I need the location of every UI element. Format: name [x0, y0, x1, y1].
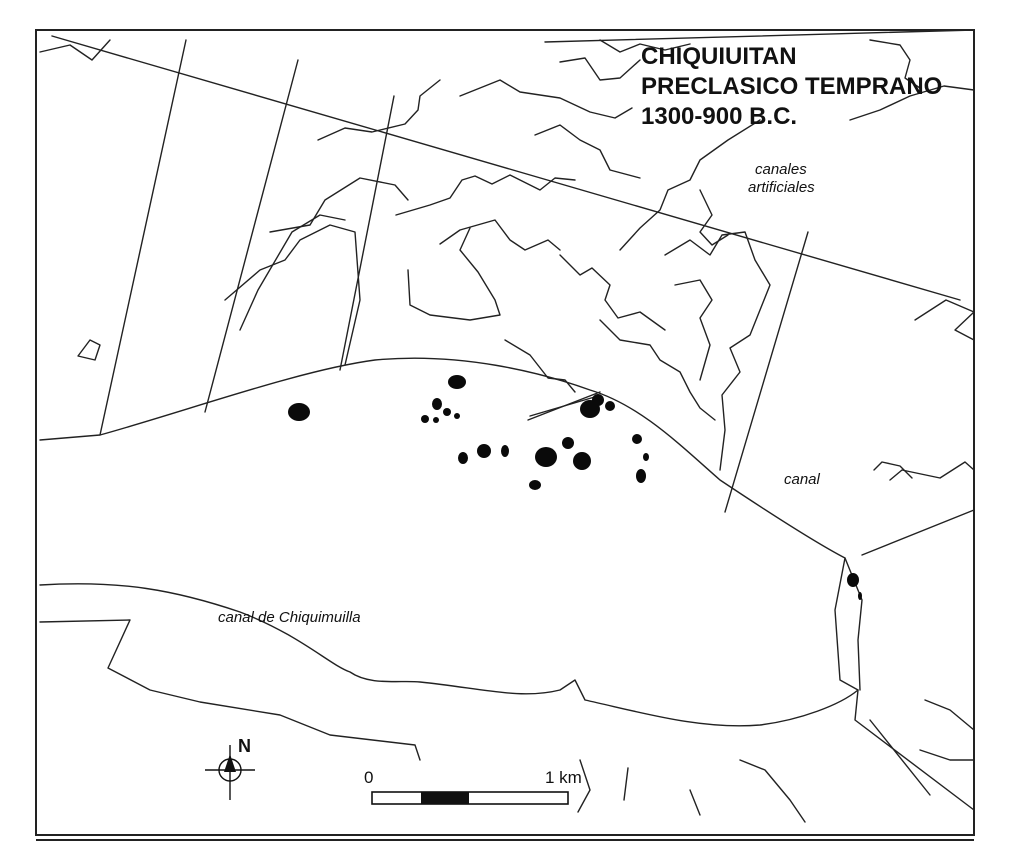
right-island [914, 299, 975, 341]
site-marker [562, 437, 574, 449]
east-channel-branch [861, 509, 975, 556]
boundary-line-1 [99, 39, 187, 436]
site-marker [573, 452, 591, 470]
marsh-outline-16 [534, 124, 641, 179]
map-linework [39, 29, 975, 823]
boundary-line-2 [204, 59, 299, 413]
marsh-outline-5 [395, 174, 576, 216]
title-line-1: CHIQUIUITAN [641, 43, 797, 70]
lower-shore [39, 619, 421, 761]
north-arrow-icon [224, 754, 236, 772]
small-channel-5 [924, 699, 975, 731]
left-islet [77, 339, 101, 361]
small-channel-4 [689, 789, 701, 816]
site-marker [592, 394, 604, 406]
site-marker [454, 413, 460, 419]
marsh-outline-1 [224, 224, 361, 366]
marsh-outline-6 [407, 227, 501, 321]
north-edge [39, 39, 111, 61]
site-marker [529, 480, 541, 490]
north-arrow: N [205, 736, 255, 800]
map-frame [35, 29, 975, 841]
scale-bar: 0 1 km [364, 768, 582, 805]
scale-start-label: 0 [364, 768, 373, 787]
site-marker [636, 469, 646, 483]
marsh-outline-2 [239, 214, 346, 331]
site-marker [632, 434, 642, 444]
north-label: N [238, 736, 251, 756]
scale-bar-segment [421, 792, 469, 804]
label-canales: canales [755, 161, 807, 178]
marsh-outline-12 [664, 231, 771, 471]
site-marker [433, 417, 439, 423]
marsh-outline-10 [599, 319, 716, 421]
island-shore [39, 357, 863, 691]
east-channel-lower [869, 719, 931, 796]
marsh-outline-20 [869, 39, 921, 89]
boundary-line-3 [339, 95, 395, 371]
site-marker [535, 447, 557, 467]
right-bank [889, 461, 975, 481]
site-marker [858, 592, 862, 600]
scale-end-label: 1 km [545, 768, 582, 787]
site-marker [501, 445, 509, 457]
marsh-outline-11 [619, 119, 761, 251]
marsh-outline-7 [439, 219, 561, 251]
small-channel-2 [623, 767, 629, 801]
marsh-outline-19 [599, 39, 691, 53]
island-lower-edge [39, 583, 859, 727]
site-marker [643, 453, 649, 461]
marsh-outline-15 [459, 79, 633, 119]
marsh-outline-18 [849, 85, 975, 121]
marsh-outline-8 [504, 339, 576, 393]
small-channel-6 [919, 749, 975, 761]
site-marker [432, 398, 442, 410]
top-line [544, 29, 975, 43]
marsh-outline-13 [674, 279, 713, 381]
small-channel-1 [577, 759, 591, 813]
marsh-outline-9 [559, 254, 666, 331]
site-marker [477, 444, 491, 458]
title-line-2: PRECLASICO TEMPRANO [641, 73, 942, 100]
site-marker [448, 375, 466, 389]
marsh-outline-14 [559, 57, 641, 81]
causeway-line-2 [529, 395, 599, 417]
small-channel-3 [739, 759, 806, 823]
map-title: CHIQUIUITAN PRECLASICO TEMPRANO 1300-900… [641, 43, 942, 130]
east-channel [834, 557, 975, 811]
boundary-line-4 [724, 231, 809, 513]
label-artificiales: artificiales [748, 179, 815, 196]
site-markers [288, 375, 862, 600]
right-bank-2 [873, 461, 913, 479]
site-marker [421, 415, 429, 423]
site-marker [443, 408, 451, 416]
site-marker [847, 573, 859, 587]
marsh-outline-4 [317, 79, 441, 141]
label-canal-de-chiquimuilla: canal de Chiquimuilla [218, 609, 361, 626]
marsh-outline-3 [269, 177, 409, 233]
site-marker [605, 401, 615, 411]
scale-bar-outline [371, 791, 569, 805]
title-line-3: 1300-900 B.C. [641, 103, 797, 130]
canal-line-diagonal [51, 35, 961, 301]
label-canal: canal [784, 471, 821, 488]
marsh-outline-17 [699, 189, 729, 246]
site-marker [288, 403, 310, 421]
site-marker [458, 452, 468, 464]
